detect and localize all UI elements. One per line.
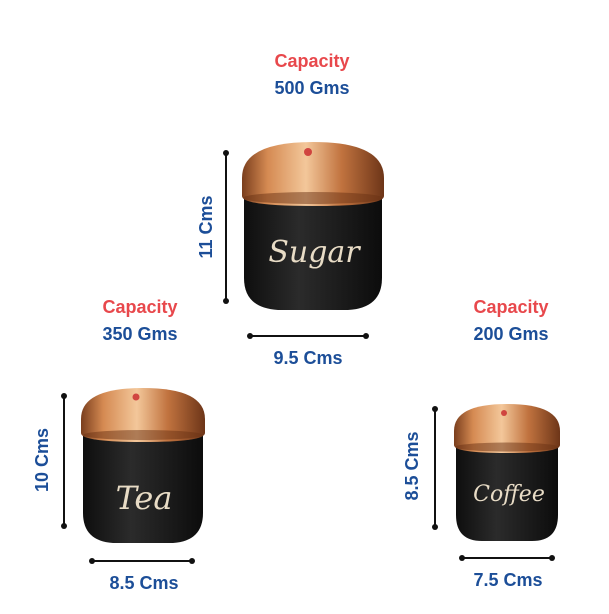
tea-jar-image: Tea xyxy=(81,388,205,543)
sugar-width-line-right-end xyxy=(363,333,369,339)
sugar-capacity-label: Capacity xyxy=(274,51,350,71)
sugar-height-line xyxy=(225,153,227,301)
coffee-width-line-left-end xyxy=(459,555,465,561)
coffee-capacity-value: 200 Gms xyxy=(473,324,549,344)
coffee-width-line-right-end xyxy=(549,555,555,561)
sugar-jar-image: Sugar xyxy=(242,142,384,310)
sugar-height-line-bottom-end xyxy=(223,298,229,304)
coffee-width-label: 7.5 Cms xyxy=(473,570,543,590)
coffee-width-line xyxy=(462,557,552,559)
sugar-height-line-top-end xyxy=(223,150,229,156)
sugar-height-label: 11 Cms xyxy=(196,195,216,259)
coffee-height-label: 8.5 Cms xyxy=(402,431,422,501)
sugar-jar-text: Sugar xyxy=(268,235,361,270)
coffee-jar-image: Coffee xyxy=(454,404,560,541)
sugar-width-label: 9.5 Cms xyxy=(273,348,343,368)
sugar-width-line-left-end xyxy=(247,333,253,339)
tea-jar-text: Tea xyxy=(116,479,173,517)
tea-width-label: 8.5 Cms xyxy=(109,573,179,593)
coffee-jar-text: Coffee xyxy=(473,482,545,507)
tea-height-line-top-end xyxy=(61,393,67,399)
tea-width-line-left-end xyxy=(89,558,95,564)
sugar-width-line xyxy=(250,335,366,337)
tea-height-label: 10 Cms xyxy=(32,427,52,493)
tea-height-line-bottom-end xyxy=(61,523,67,529)
tea-width-line xyxy=(92,560,192,562)
tea-capacity-label: Capacity xyxy=(102,297,178,317)
tea-width-line-right-end xyxy=(189,558,195,564)
coffee-height-line-bottom-end xyxy=(432,524,438,530)
coffee-height-line xyxy=(434,409,436,527)
coffee-capacity-label: Capacity xyxy=(473,297,549,317)
coffee-height-line-top-end xyxy=(432,406,438,412)
tea-height-line xyxy=(63,396,65,526)
sugar-capacity-value: 500 Gms xyxy=(274,78,350,98)
tea-capacity-value: 350 Gms xyxy=(102,324,178,344)
